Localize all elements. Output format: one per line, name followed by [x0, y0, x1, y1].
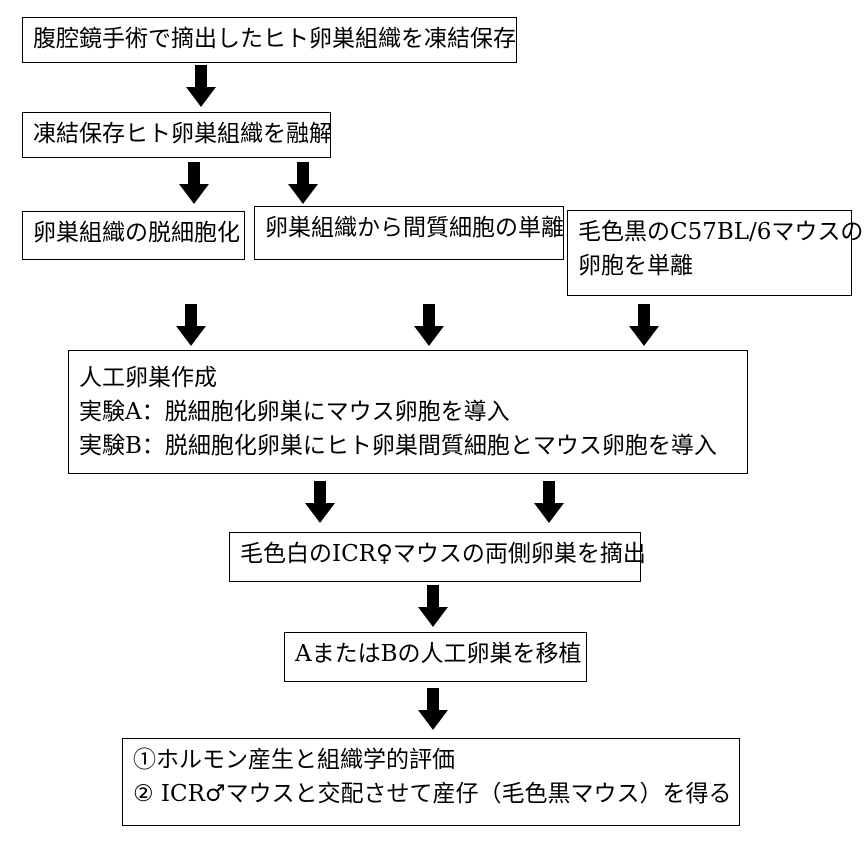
step-experiment-a: 実験A：脱細胞化卵巣にマウス卵胞を導入 [79, 399, 510, 425]
step-remove-host-ovaries: 毛色白のICR♀マウスの両側卵巣を摘出 [229, 532, 646, 582]
step-decellularize: 卵巣組織の脱細胞化 [22, 211, 245, 260]
step-create-artificial-ovary-title: 人工卵巣作成 [79, 365, 217, 391]
step-create-artificial-ovary: 人工卵巣作成 実験A：脱細胞化卵巣にマウス卵胞を導入 実験B：脱細胞化卵巣にヒト… [68, 350, 748, 474]
down-arrow-icon [288, 162, 318, 204]
step-transplant-artificial-ovary: AまたはBの人工卵巣を移植 [284, 632, 587, 682]
down-arrow-icon [179, 162, 209, 204]
down-arrow-icon [534, 481, 564, 523]
down-arrow-icon [629, 304, 659, 346]
down-arrow-icon [418, 688, 448, 730]
step-thaw-tissue-text: 凍結保存ヒト卵巣組織を融解 [33, 121, 332, 147]
step-freeze-ovarian-tissue: 腹腔鏡手術で摘出したヒト卵巣組織を凍結保存 [22, 17, 517, 63]
step-transplant-artificial-ovary-text: AまたはBの人工卵巣を移植 [295, 641, 582, 667]
down-arrow-icon [418, 585, 448, 627]
step-freeze-ovarian-tissue-text: 腹腔鏡手術で摘出したヒト卵巣組織を凍結保存 [33, 26, 516, 52]
step-isolate-mouse-follicles-text-1: 毛色黒のC57BL/6マウスの [578, 219, 864, 245]
down-arrow-icon [305, 481, 335, 523]
step-evaluation: ①ホルモン産生と組織学的評価 ② ICR♂マウスと交配させて産仔（毛色黒マウス）… [122, 738, 740, 826]
down-arrow-icon [414, 304, 444, 346]
step-isolate-mouse-follicles-text-2: 卵胞を単離 [578, 253, 693, 279]
step-thaw-tissue: 凍結保存ヒト卵巣組織を融解 [22, 112, 332, 158]
step-isolate-stromal-cells-text: 卵巣組織から間質細胞の単離 [265, 215, 564, 241]
step-evaluation-offspring: ② ICR♂マウスと交配させて産仔（毛色黒マウス）を得る [133, 781, 732, 807]
step-evaluation-hormone: ①ホルモン産生と組織学的評価 [133, 747, 455, 773]
down-arrow-icon [176, 304, 206, 346]
step-experiment-b: 実験B：脱細胞化卵巣にヒト卵巣間質細胞とマウス卵胞を導入 [79, 433, 717, 459]
step-isolate-stromal-cells: 卵巣組織から間質細胞の単離 [254, 206, 564, 260]
down-arrow-icon [186, 65, 216, 107]
step-remove-host-ovaries-text: 毛色白のICR♀マウスの両側卵巣を摘出 [240, 541, 646, 567]
step-decellularize-text: 卵巣組織の脱細胞化 [33, 220, 240, 246]
step-isolate-mouse-follicles: 毛色黒のC57BL/6マウスの 卵胞を単離 [567, 210, 864, 296]
